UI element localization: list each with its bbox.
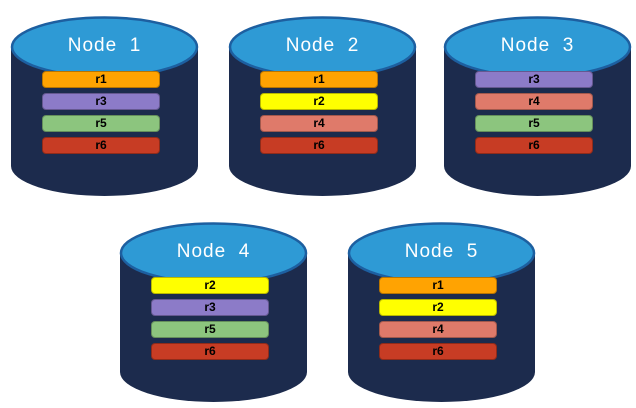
replica-bar-r2: r2 xyxy=(151,277,269,294)
replica-bar-r2: r2 xyxy=(260,93,378,110)
replica-bar-r1: r1 xyxy=(42,71,160,88)
replica-bar-r2: r2 xyxy=(379,299,497,316)
replica-bar-r1: r1 xyxy=(379,277,497,294)
cylinder-top xyxy=(443,16,632,78)
cylinder-top xyxy=(228,16,417,78)
replica-bar-r3: r3 xyxy=(42,93,160,110)
cylinder-top xyxy=(119,222,308,284)
replica-bar-r4: r4 xyxy=(379,321,497,338)
cylinder-top xyxy=(347,222,536,284)
replica-list: r3 r4 r5 r6 xyxy=(475,71,593,159)
replica-list: r1 r2 r4 r6 xyxy=(379,277,497,365)
cylinder-top xyxy=(10,16,199,78)
replica-bar-r4: r4 xyxy=(475,93,593,110)
replica-bar-r1: r1 xyxy=(260,71,378,88)
replica-bar-r5: r5 xyxy=(475,115,593,132)
replica-list: r1 r3 r5 r6 xyxy=(42,71,160,159)
replica-bar-r6: r6 xyxy=(42,137,160,154)
replica-bar-r3: r3 xyxy=(475,71,593,88)
replica-bar-r4: r4 xyxy=(260,115,378,132)
replica-list: r1 r2 r4 r6 xyxy=(260,71,378,159)
replica-bar-r3: r3 xyxy=(151,299,269,316)
replica-bar-r5: r5 xyxy=(42,115,160,132)
replica-bar-r6: r6 xyxy=(151,343,269,360)
replica-bar-r6: r6 xyxy=(379,343,497,360)
replica-list: r2 r3 r5 r6 xyxy=(151,277,269,365)
replica-bar-r6: r6 xyxy=(475,137,593,154)
replica-bar-r6: r6 xyxy=(260,137,378,154)
replica-bar-r5: r5 xyxy=(151,321,269,338)
